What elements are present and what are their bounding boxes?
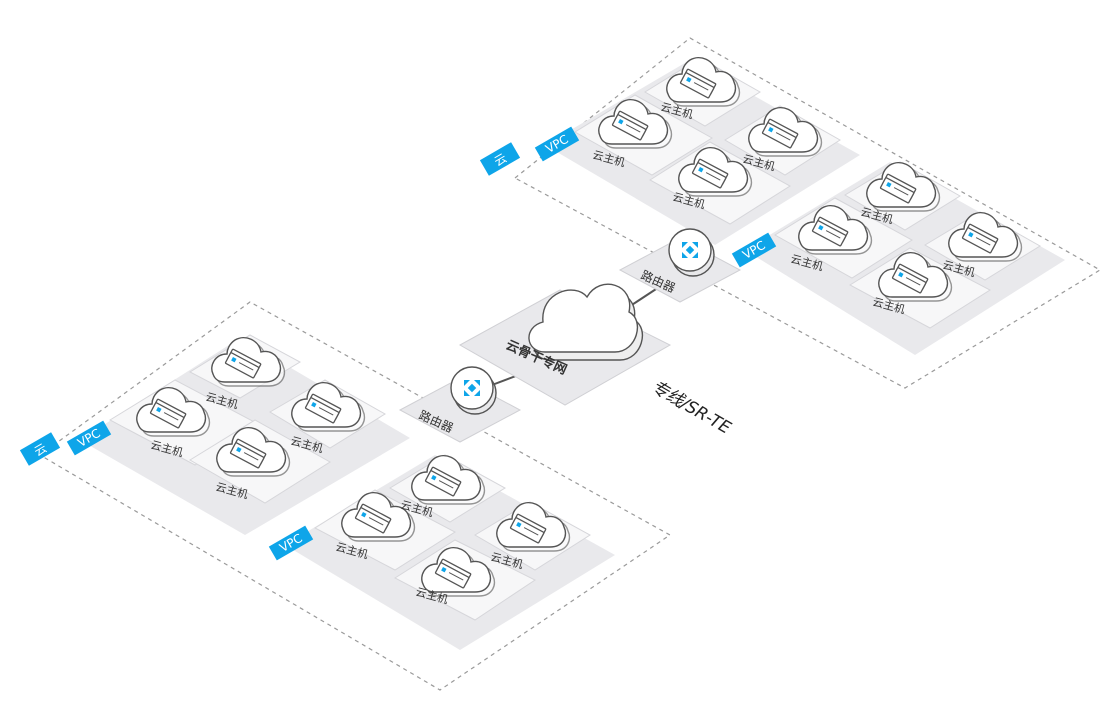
vpc-group: VPC 云主机 云主机 云主机 云主机	[731, 161, 1065, 355]
cloud-region-bottom-left: 云 VPC 云主机 云主机 云主机 云主机 VPC	[19, 301, 672, 691]
router-bottom: 路由器	[398, 366, 522, 443]
cloud-host-icon	[211, 336, 286, 387]
link-label: 专线/SR-TE	[648, 377, 735, 439]
cloud-region-top-right: 云 VPC 云主机 云主机 云主机 云主机 VPC	[479, 37, 1102, 389]
router-top: 路由器	[618, 228, 742, 303]
cloud-host-icon	[666, 56, 741, 107]
vpc-group: VPC 云主机 云主机 云主机 云主机	[66, 334, 410, 535]
vpc-group: VPC 云主机 云主机 云主机 云主机	[534, 56, 860, 245]
backbone-node: 云骨干专网	[458, 283, 672, 406]
vpc-group: VPC 云主机 云主机 云主机 云主机	[268, 454, 615, 650]
